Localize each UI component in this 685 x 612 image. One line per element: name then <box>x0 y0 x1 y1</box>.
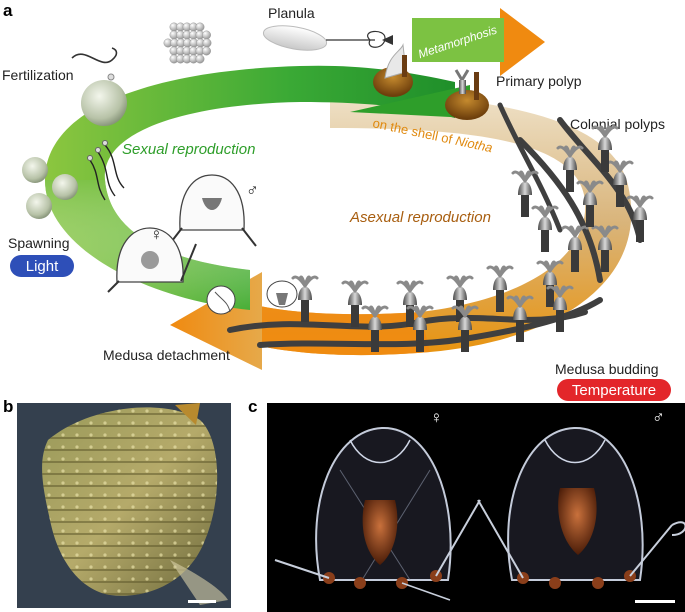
planula-label: Planula <box>268 5 315 21</box>
primary-polyp-label: Primary polyp <box>496 73 582 89</box>
spawning-label: Spawning <box>8 235 70 251</box>
medusa-detachment-label: Medusa detachment <box>103 347 230 363</box>
fertilization-label: Fertilization <box>2 67 74 83</box>
scale-bar-b <box>188 600 216 603</box>
embryo-cell <box>202 31 210 39</box>
metamorphosis-box: Metamorphosis <box>412 8 545 76</box>
panel-a-label: a <box>3 1 13 20</box>
svg-text:♂: ♂ <box>246 181 259 200</box>
temperature-badge-label: Temperature <box>572 382 656 399</box>
light-badge-label: Light <box>26 258 59 275</box>
medusae-photo: ♀ ♂ <box>267 403 685 612</box>
embryo-cluster-icon <box>164 23 211 63</box>
medusa-budding-label: Medusa budding <box>555 361 659 377</box>
colonial-polyps-label: Colonial polyps <box>570 116 665 132</box>
panel-c-label: c <box>248 397 257 416</box>
sexual-reproduction-label: Sexual reproduction <box>122 141 255 158</box>
embryo-cell <box>203 39 211 47</box>
embryo-cell <box>196 55 204 63</box>
fertilized-egg <box>72 48 127 126</box>
polyp <box>513 172 537 217</box>
scale-bar-c <box>635 600 675 603</box>
asexual-reproduction-label: Asexual reproduction <box>349 209 491 226</box>
primary-polyp <box>445 70 489 120</box>
embryo-cell <box>196 23 204 31</box>
embryo-cell <box>202 47 210 55</box>
male-medusa-icon: ♂ <box>165 175 259 250</box>
svg-text:♂: ♂ <box>652 408 665 427</box>
svg-text:♀: ♀ <box>150 225 163 244</box>
planula <box>262 22 393 55</box>
svg-text:♀: ♀ <box>430 408 443 427</box>
niotha-shell-photo <box>17 403 231 608</box>
panel-b-label: b <box>3 397 13 416</box>
